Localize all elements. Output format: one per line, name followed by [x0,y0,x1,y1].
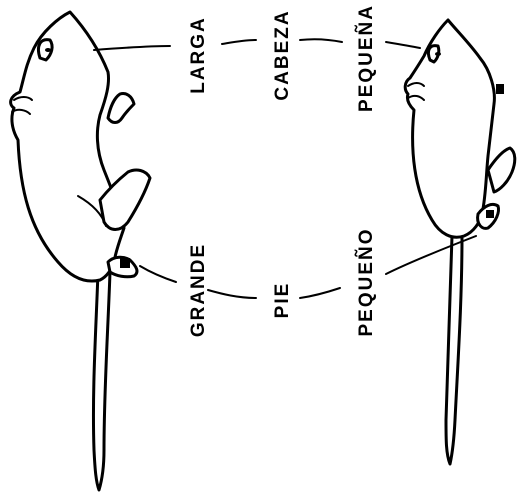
right-rat-eye [435,52,441,56]
label-pequeno-foot: PEQUEÑO [355,227,377,336]
connector-cabeza-to-pequena [300,39,342,42]
connector-left-head-to-larga [94,46,170,50]
connector-larga-to-cabeza [222,40,256,44]
label-larga: LARGA [188,16,209,94]
connector-left-foot-to-grande [140,266,176,282]
label-pie: PIE [272,282,293,319]
connector-grande-to-pie [208,290,256,298]
label-grande: GRANDE [188,243,209,337]
left-rat-foot-mark [120,258,130,268]
right-rat-front-paw [496,84,504,94]
right-rat-body [405,20,494,237]
left-rat-body [11,12,124,281]
label-pequena-head: PEQUEÑA [355,4,377,112]
left-rat-tail [93,272,110,490]
left-rat-eye [45,48,51,52]
label-cabeza: CABEZA [272,9,293,100]
left-rat [11,12,150,490]
connector-pequena-to-right-head [386,42,420,48]
left-rat-front-paw [108,93,134,122]
connector-pie-to-pequeno [300,288,340,298]
right-rat-foot-mark [486,210,494,218]
right-rat-hind-leg [488,148,515,192]
right-rat-tail [446,236,462,464]
